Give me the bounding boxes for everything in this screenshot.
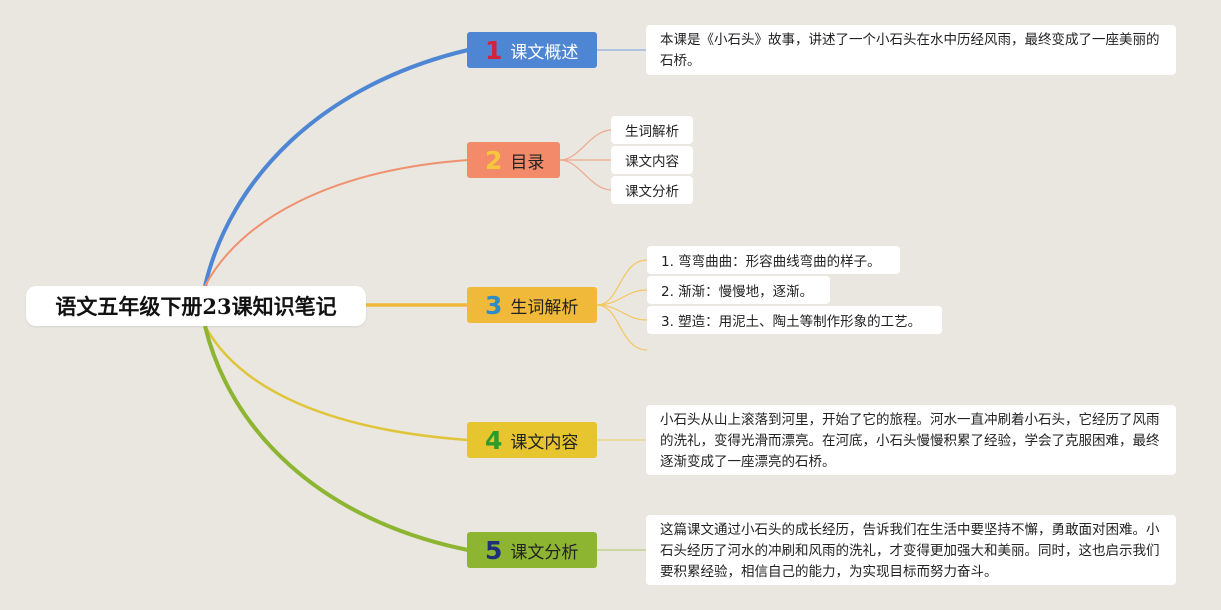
contents-item[interactable]: 课文内容 — [611, 146, 693, 174]
branch-overview[interactable]: 1 课文概述 — [467, 32, 597, 68]
link-3-item2 — [596, 289, 648, 306]
branch-content[interactable]: 4 课文内容 — [467, 422, 597, 458]
branch-number: 5 — [485, 535, 503, 565]
item-label: 3. 塑造：用泥土、陶土等制作形象的工艺。 — [661, 314, 922, 330]
vocabulary-item[interactable]: 1. 弯弯曲曲：形容曲线弯曲的样子。 — [647, 246, 900, 274]
item-label: 1. 弯弯曲曲：形容曲线弯曲的样子。 — [661, 254, 881, 270]
item-label: 课文内容 — [625, 154, 679, 170]
note-text: 这篇课文通过小石头的成长经历，告诉我们在生活中要坚持不懈，勇敢面对困难。小石头经… — [660, 522, 1160, 580]
analysis-note[interactable]: 这篇课文通过小石头的成长经历，告诉我们在生活中要坚持不懈，勇敢面对困难。小石头经… — [646, 515, 1176, 585]
branch-label: 生词解析 — [510, 297, 579, 318]
link-3-item1 — [596, 259, 648, 306]
contents-item[interactable]: 课文分析 — [611, 176, 693, 204]
branch-analysis[interactable]: 5 课文分析 — [467, 532, 597, 568]
item-label: 课文分析 — [625, 184, 679, 200]
link-root-1 — [203, 48, 469, 287]
overview-note[interactable]: 本课是《小石头》故事，讲述了一个小石头在水中历经风雨，最终变成了一座美丽的石桥。 — [646, 25, 1176, 75]
branch-label: 课文分析 — [510, 542, 579, 563]
item-label: 生词解析 — [625, 124, 679, 140]
branch-number: 3 — [485, 290, 503, 320]
root-title: 语文五年级下册23课知识笔记 — [55, 294, 337, 319]
root-topic[interactable]: 语文五年级下册23课知识笔记 — [26, 286, 366, 326]
branch-number: 4 — [485, 425, 503, 455]
branch-label: 课文概述 — [510, 42, 579, 63]
branch-number: 1 — [485, 35, 503, 65]
contents-item[interactable]: 生词解析 — [611, 116, 693, 144]
branch-label: 课文内容 — [510, 432, 579, 453]
link-3-item4 — [596, 304, 648, 351]
branch-vocabulary[interactable]: 3 生词解析 — [467, 287, 597, 323]
vocabulary-item[interactable]: 2. 渐渐：慢慢地，逐渐。 — [647, 276, 830, 304]
branch-label: 目录 — [510, 152, 545, 173]
link-2-item1 — [559, 129, 613, 161]
note-text: 本课是《小石头》故事，讲述了一个小石头在水中历经风雨，最终变成了一座美丽的石桥。 — [660, 32, 1160, 69]
link-root-5 — [203, 325, 469, 552]
link-2-item3 — [559, 159, 613, 191]
link-root-4 — [203, 325, 469, 442]
branch-contents[interactable]: 2 目录 — [467, 142, 560, 178]
branch-number: 2 — [485, 145, 503, 175]
note-text: 小石头从山上滚落到河里，开始了它的旅程。河水一直冲刷着小石头，它经历了风雨的洗礼… — [660, 412, 1160, 470]
item-label: 2. 渐渐：慢慢地，逐渐。 — [661, 284, 814, 300]
content-note[interactable]: 小石头从山上滚落到河里，开始了它的旅程。河水一直冲刷着小石头，它经历了风雨的洗礼… — [646, 405, 1176, 475]
link-root-2 — [204, 159, 469, 287]
vocabulary-item[interactable]: 3. 塑造：用泥土、陶土等制作形象的工艺。 — [647, 306, 942, 334]
